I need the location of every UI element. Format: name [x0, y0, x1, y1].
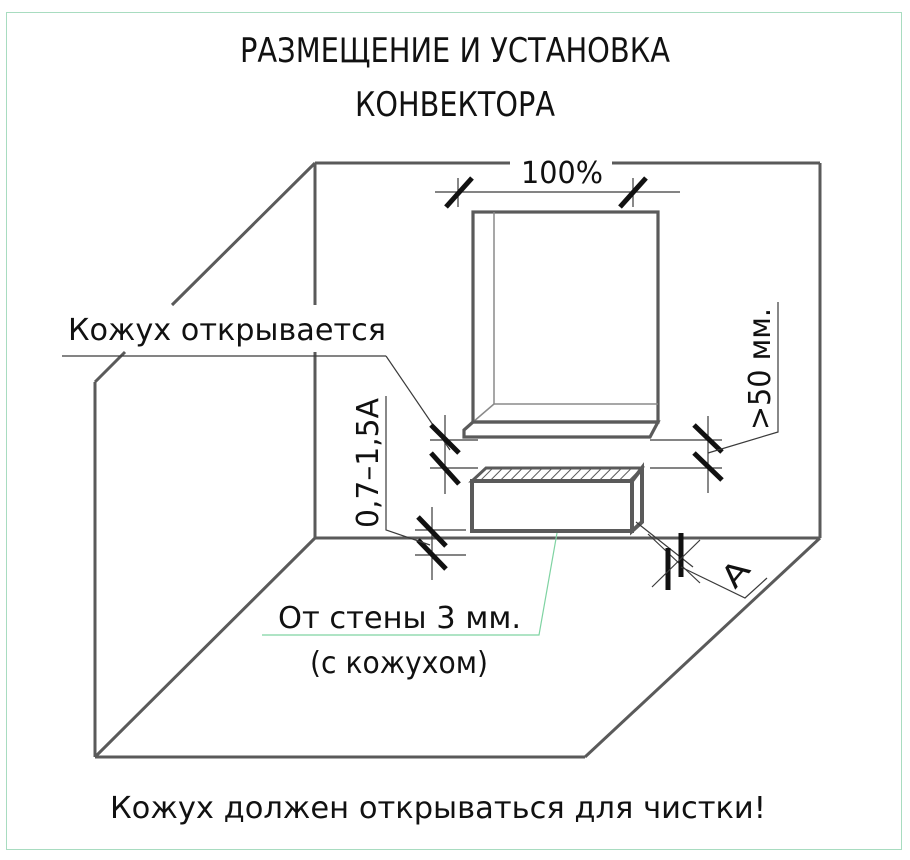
window — [462, 210, 661, 439]
footer-note: Кожух должен открываться для чистки! — [110, 791, 766, 826]
wall-gap-line-2: (с кожухом) — [310, 646, 488, 681]
casing-opens-label: Кожух открывается — [68, 313, 386, 348]
gap-above-label: >50 мм. — [743, 308, 778, 430]
wall-gap-callout: От стены 3 мм. (с кожухом) — [262, 532, 558, 681]
casing-callout: Кожух открывается — [62, 313, 451, 451]
depth-dimension: А — [635, 521, 768, 599]
room-walls — [93, 161, 822, 759]
window-width-dimension: 100% — [435, 156, 680, 209]
gap-above-dimension: >50 мм. — [650, 302, 779, 493]
title-line-2: КОНВЕКТОРА — [355, 85, 555, 125]
wall-gap-line-1: От стены 3 мм. — [278, 601, 521, 636]
diagram-frame — [6, 12, 902, 850]
depth-label: А — [714, 552, 758, 595]
height-dimension: 0,7–1,5А — [351, 396, 478, 580]
window-width-label: 100% — [521, 156, 603, 191]
convector — [468, 462, 646, 536]
title-line-1: РАЗМЕЩЕНИЕ И УСТАНОВКА — [240, 31, 670, 71]
height-label: 0,7–1,5А — [351, 398, 386, 528]
